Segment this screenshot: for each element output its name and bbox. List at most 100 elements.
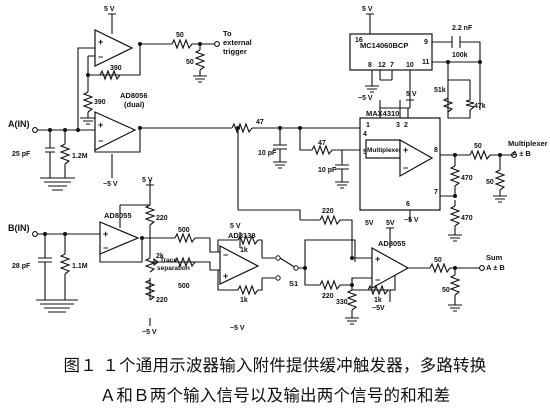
capacitor-value: 10 pF [318, 167, 337, 174]
opamp-minus-sign: − [98, 52, 103, 62]
switch-s1[interactable] [275, 255, 299, 281]
trace-sep-label-1: Trace [160, 257, 177, 264]
capacitor-value: 2.2 nF [452, 25, 473, 32]
supply-label: 5 V [142, 177, 153, 184]
supply-label: 5V [365, 220, 374, 227]
input-a-label: A(IN) [8, 119, 30, 129]
resistor-value: 50 [186, 59, 194, 66]
junction-dots [43, 42, 502, 287]
pin-label: 8 [434, 147, 438, 154]
supply-label: −5 V [103, 181, 118, 188]
multiplexer-block-label: Multiplexer [367, 147, 402, 154]
part-labels: AD8056 (dual) AD8055 AD8138 AD8055 MAX43… [104, 91, 406, 288]
component-values: 50 50 390 390 25 pF 1.2M 47 10 pF 47 10 … [12, 25, 494, 306]
opamp-plus-sign: + [103, 229, 108, 239]
resistor-value: 2k [156, 253, 164, 260]
circuit-schematic: + − + − + − − + + − MC14060BCP 16 8 12 7… [8, 6, 548, 336]
supply-label: −5 V [142, 329, 157, 336]
ic-mc14060-label: MC14060BCP [360, 41, 408, 50]
pin-label: 4 [363, 131, 367, 138]
trigger-out-label-1: To [223, 29, 232, 38]
supply-labels: 5 V 5 V −5 V −5 V 5 V −5 V 5 V −5 V 5 V … [103, 6, 419, 336]
supply-label: 5 V [230, 223, 241, 230]
input-b-label: B(IN) [8, 223, 30, 233]
supply-label: 5 V [104, 6, 115, 13]
resistor-value: 50 [474, 143, 482, 150]
trigger-out-label-3: trigger [223, 47, 247, 56]
pin-label: 7 [434, 189, 438, 196]
opamp-ad8138: − + [219, 245, 260, 285]
opamp-minus-sign: − [403, 163, 408, 173]
opamp-minus-sign: − [103, 243, 108, 253]
resistor-value: 330 [336, 299, 348, 306]
supply-label: 5 V [406, 91, 417, 98]
capacitor-value: 25 pF [12, 151, 31, 158]
supply-label: −5 V [404, 217, 419, 224]
ic-mc14060: MC14060BCP 16 8 12 7 10 9 11 [349, 33, 433, 71]
ad8055-b-label: AD8055 [104, 211, 132, 220]
trace-sep-label-2: separation [157, 265, 190, 272]
figure-caption-line-2: Ａ和Ｂ两个输入信号以及输出两个信号的和和差 [99, 386, 451, 405]
resistor-value: 470 [461, 175, 473, 182]
opamp-a-buffer: + − [94, 111, 137, 151]
pin-label: 16 [355, 37, 363, 44]
sum-out-label-1: Sum [486, 253, 503, 262]
pin-label: 3 [396, 122, 400, 129]
pin-label: 12 [378, 62, 386, 69]
capacitor-value: 10 pF [258, 150, 277, 157]
supply-label: −5V [372, 305, 385, 312]
resistor-value: 1k [374, 297, 382, 304]
resistor-value: 47 [256, 119, 264, 126]
pin-label: 1 [366, 122, 370, 129]
resistor-value: 220 [156, 297, 168, 304]
resistor-value: 220 [156, 215, 168, 222]
opamp-plus-sign: + [223, 271, 228, 281]
switch-s1-label: S1 [289, 279, 298, 288]
opamp-minus-sign: − [98, 136, 103, 146]
resistor-value: 50 [176, 32, 184, 39]
pin-label: 10 [406, 62, 414, 69]
ad8138-label: AD8138 [228, 231, 256, 240]
resistor-value: 50 [442, 287, 450, 294]
resistor-value: 390 [94, 99, 106, 106]
pin-label: 6 [406, 201, 410, 208]
resistor-value: 1k [240, 247, 248, 254]
resistor-value: 1.2M [72, 153, 88, 160]
supply-label: 5 V [362, 6, 373, 13]
resistor-value: 1k [240, 297, 248, 304]
resistor-value: 50 [434, 257, 442, 264]
resistor-value: 220 [322, 293, 334, 300]
pin-label: 11 [422, 59, 430, 66]
supply-label: 5V [386, 220, 395, 227]
supply-label: −5 V [230, 325, 245, 332]
resistor-value: 50 [486, 179, 494, 186]
opamp-b-buffer: + − [99, 221, 140, 255]
opamp-minus-sign: − [223, 250, 228, 260]
ad8056-dual-label: (dual) [124, 100, 145, 109]
supply-markers [108, 13, 414, 229]
pin-label: 8 [368, 62, 372, 69]
opamp-plus-sign: + [98, 120, 103, 130]
capacitor-value: 28 pF [12, 263, 31, 270]
opamp-sum: + − [371, 246, 410, 290]
pin-label: 9 [424, 39, 428, 46]
pin-label: 5 [363, 149, 367, 156]
pot-wiper-arrow [153, 257, 159, 267]
figure-caption-line-1: 图１ １个通用示波器输入附件提供缓冲触发器，多路转换 [63, 356, 487, 375]
trigger-out-label-2: external [223, 38, 252, 47]
resistor-value: 390 [110, 65, 122, 72]
resistors [59, 38, 506, 311]
max4310-label: MAX4310 [366, 109, 399, 118]
ad8055-sum-label: AD8055 [378, 239, 406, 248]
resistor-value: 47k [474, 103, 486, 110]
supply-label: −5 V [358, 95, 373, 102]
opamp-trigger-buffer: + − [94, 29, 134, 67]
resistor-value: 220 [322, 208, 334, 215]
ic-max4310: Multiplexer + − 1 3 2 4 5 8 7 6 [359, 117, 441, 211]
ad8056-label: AD8056 [120, 91, 148, 100]
pin-label: 7 [390, 62, 394, 69]
sum-out-label-2: A ± B [486, 263, 505, 272]
resistor-value: 500 [178, 227, 190, 234]
mux-out-label-2: A ± B [512, 149, 531, 158]
opamp-plus-sign: + [403, 145, 408, 155]
